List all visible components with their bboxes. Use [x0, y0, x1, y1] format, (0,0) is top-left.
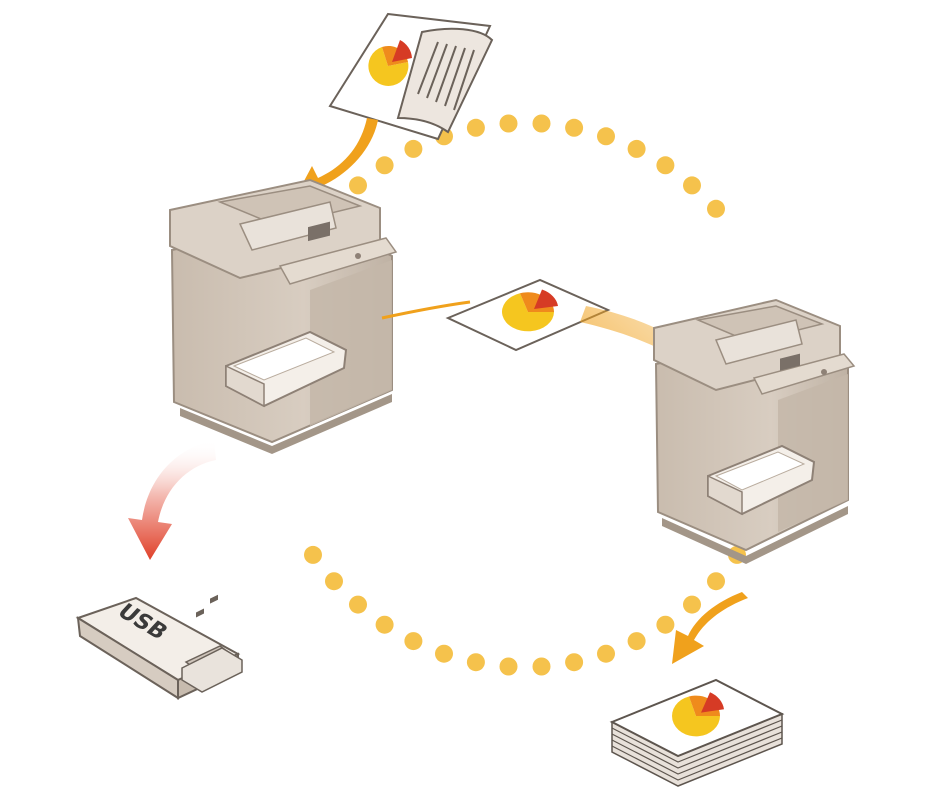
- paper-stack-icon: [609, 678, 785, 787]
- loop-dot: [565, 118, 584, 137]
- loop-dot: [466, 118, 485, 137]
- printed-page-icon: [445, 278, 611, 352]
- loop-dot: [656, 615, 675, 634]
- loop-dot: [404, 139, 423, 158]
- loop-dot: [707, 199, 725, 218]
- loop-dot: [349, 176, 367, 195]
- loop-dot: [466, 653, 485, 672]
- send-line: [381, 300, 471, 320]
- loop-dot: [349, 595, 367, 614]
- loop-dot: [375, 615, 394, 634]
- loop-dot: [325, 572, 343, 591]
- loop-dot: [404, 632, 423, 651]
- loop-dot: [375, 156, 394, 175]
- loop-dot: [707, 572, 725, 591]
- loop-dot: [532, 657, 551, 676]
- loop-dot: [499, 657, 518, 676]
- usb-drive-icon: USB: [75, 594, 243, 700]
- scan-arrow: [296, 118, 378, 198]
- loop-dot: [597, 127, 615, 146]
- loop-dot: [435, 644, 453, 663]
- loop-dot: [627, 139, 646, 158]
- save-to-usb-arrow: [128, 440, 216, 560]
- loop-dot: [627, 632, 646, 651]
- loop-dot: [565, 653, 584, 672]
- loop-dot: [683, 176, 701, 195]
- printer-icon: [169, 178, 398, 454]
- scanned-document-icon: [328, 12, 494, 141]
- printer-icon: [653, 298, 856, 564]
- loop-dot: [532, 114, 551, 133]
- loop-dot: [597, 644, 615, 663]
- loop-dot: [656, 156, 675, 175]
- print-arrow: [672, 592, 748, 664]
- loop-dot: [304, 545, 322, 564]
- loop-dot: [499, 114, 518, 133]
- loop-dot: [683, 595, 701, 614]
